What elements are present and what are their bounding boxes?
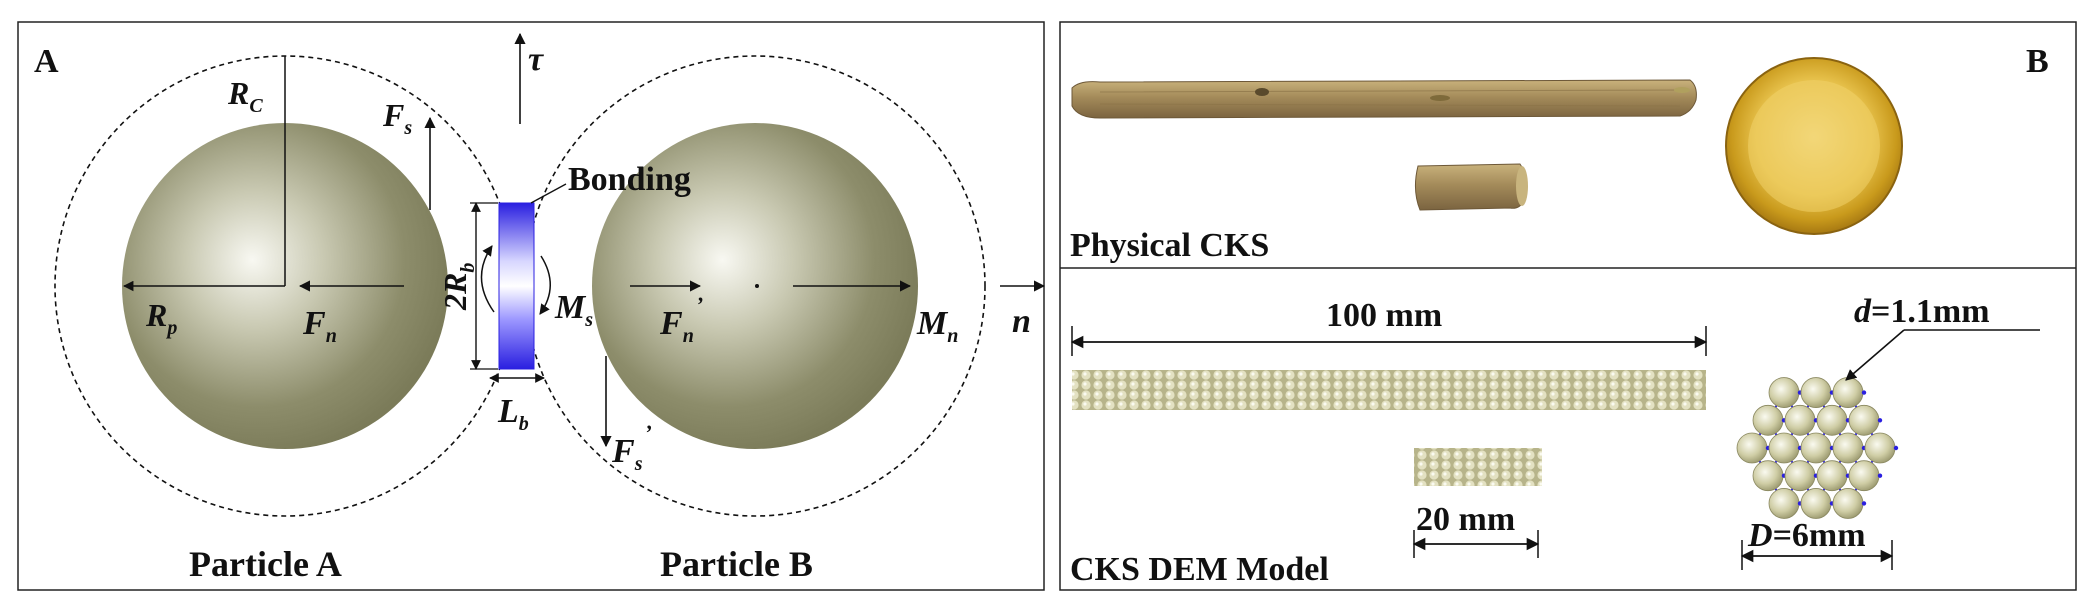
panel-a-frame	[17, 21, 1045, 591]
panel-b-letter: B	[2026, 43, 2049, 80]
dem-particle	[1768, 377, 1800, 408]
dem-particle	[1752, 460, 1784, 492]
dem-particle	[1864, 432, 1896, 464]
dem-particle	[1816, 460, 1848, 492]
label-particle-a: Particle A	[189, 544, 342, 584]
label-fn: Fn	[302, 305, 337, 347]
d-leader-arrow	[1845, 329, 1905, 381]
label-lb: Lb	[497, 393, 529, 435]
label-rp: Rp	[145, 297, 177, 339]
label-20mm: 20 mm	[1416, 501, 1515, 538]
dem-rod-long	[1072, 370, 1706, 410]
dem-particle	[1800, 377, 1832, 408]
dem-particle	[1848, 460, 1880, 492]
label-bonding: Bonding	[568, 161, 691, 198]
dem-particle	[1768, 432, 1800, 464]
ms-arc-right	[539, 255, 551, 315]
dem-particle	[1800, 488, 1832, 519]
panel-b-frame	[1059, 21, 2077, 591]
dem-particle	[1736, 432, 1768, 464]
dem-particle	[1816, 404, 1848, 436]
label-d-big: D=6mm	[1747, 517, 1866, 554]
label-fs-prime: Fs’	[611, 420, 652, 475]
dem-particle	[1784, 460, 1816, 492]
dem-bond-node	[1893, 445, 1899, 451]
dem-bond-node	[1861, 501, 1867, 506]
dem-particle	[1800, 432, 1832, 464]
dem-bond-node	[1877, 418, 1883, 423]
dem-particle	[1752, 404, 1784, 436]
dem-cross-section	[1736, 377, 1899, 519]
label-ms: Ms	[554, 289, 593, 331]
stalk-cross-section	[1725, 57, 1903, 235]
panel-a-letter: A	[34, 43, 59, 80]
dem-particle	[1848, 404, 1880, 436]
label-100mm: 100 mm	[1326, 297, 1442, 334]
dem-particle	[1768, 488, 1800, 519]
physical-stalk-long	[1071, 79, 1697, 119]
dem-rod-short	[1414, 448, 1542, 486]
label-2rb: 2Rb	[437, 263, 479, 311]
dem-particle	[1832, 488, 1864, 519]
label-tau: τ	[528, 41, 544, 78]
label-rc: RC	[227, 75, 263, 117]
label-fs: Fs	[382, 97, 412, 139]
label-physical-cks: Physical CKS	[1070, 227, 1269, 264]
label-n: n	[1012, 303, 1031, 340]
label-mn: Mn	[916, 305, 958, 347]
dem-particle	[1832, 432, 1864, 464]
ms-arc-left	[480, 245, 495, 313]
label-particle-b: Particle B	[660, 544, 813, 584]
physical-stalk-short	[1414, 163, 1528, 211]
dem-particle	[1832, 377, 1864, 408]
dem-particle	[1784, 404, 1816, 436]
label-fn-prime: Fn’	[659, 292, 703, 347]
label-d-small: d=1.1mm	[1854, 293, 1990, 330]
label-cks-dem-model: CKS DEM Model	[1070, 551, 1329, 588]
particle-b-center	[755, 284, 759, 288]
bond-cylinder	[498, 202, 535, 370]
dem-bond-node	[1877, 473, 1883, 478]
dem-bond-node	[1861, 390, 1867, 395]
bonding-leader	[530, 183, 567, 204]
